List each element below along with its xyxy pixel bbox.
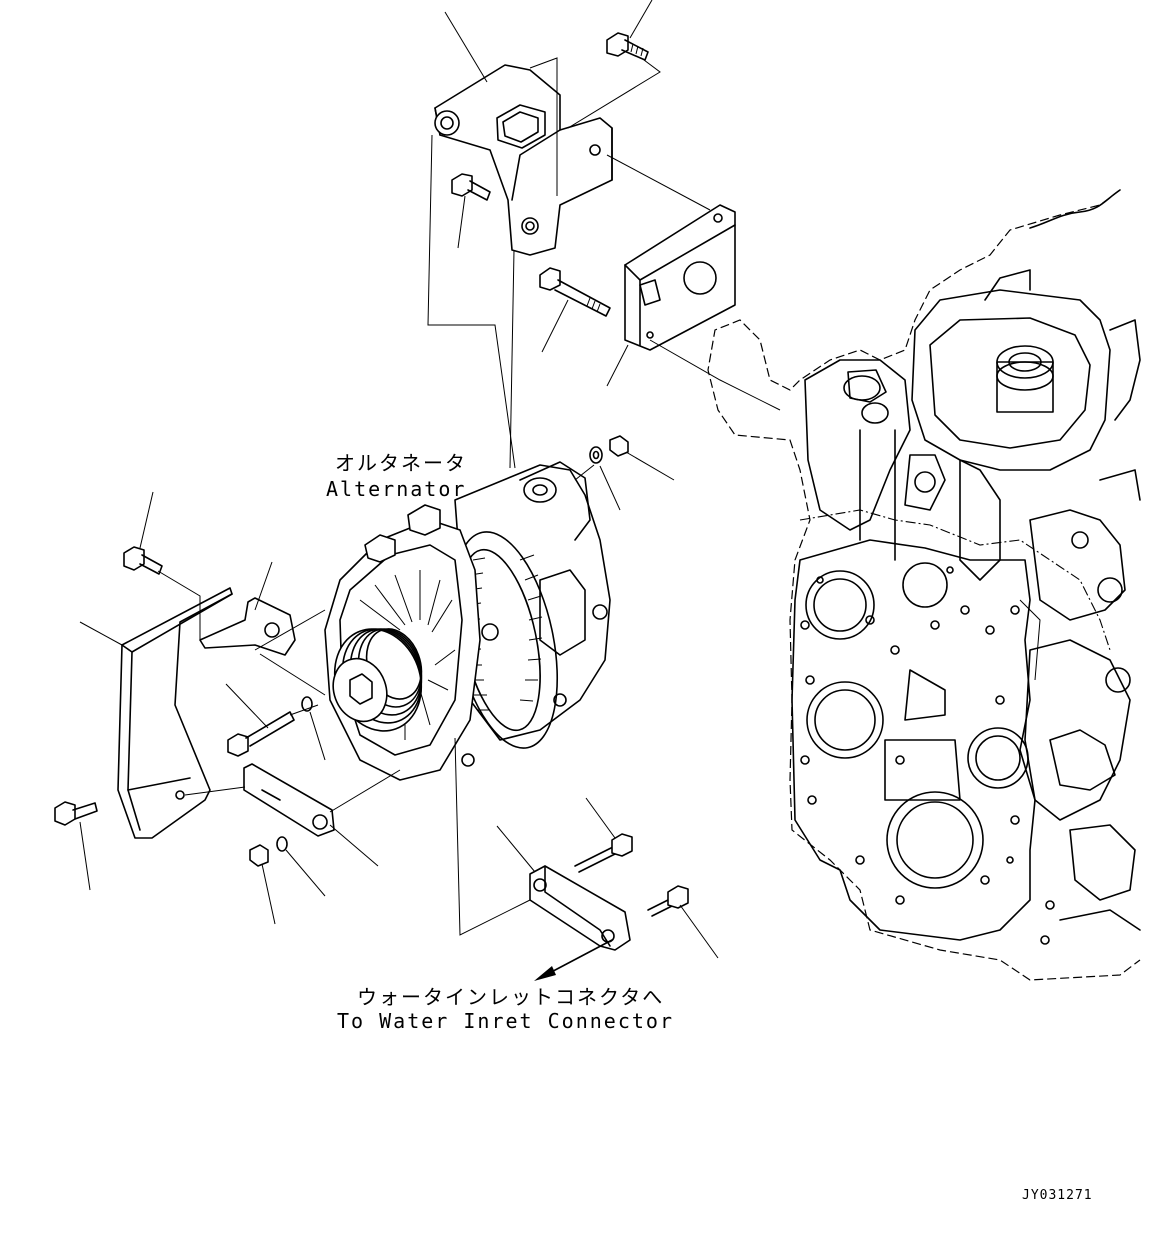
alternator-top-bracket [435, 65, 612, 255]
nut-washer-upper [590, 436, 628, 463]
long-bolt-rear [540, 268, 610, 316]
alternator-rear-bracket [625, 205, 735, 350]
bolt-top [607, 33, 648, 60]
pivot-bolt [228, 697, 312, 756]
leader-pivot-bolt [226, 684, 268, 728]
figure-reference-number: JY031271 [1022, 1188, 1093, 1203]
alternator [321, 462, 610, 780]
adjusting-plate-small [200, 598, 295, 655]
leader-washer-lower [286, 850, 325, 896]
assembly-lines [158, 58, 780, 935]
leader-bolt-lower-mid [586, 798, 615, 838]
bolt-left-lower [55, 802, 97, 825]
leader-nut-lower [262, 864, 275, 924]
leader-nut-upper [626, 452, 674, 480]
leader-top-bracket [445, 12, 487, 82]
leader-washer-upper [600, 466, 620, 510]
water-inlet-label-en: To Water Inret Connector [337, 1009, 674, 1033]
leader-bolt-left-lower [80, 822, 90, 890]
leader-belt-cover [80, 622, 122, 645]
bolt-left-upper [124, 547, 162, 574]
water-inlet-label-jp: ウォータインレットコネクタへ [357, 985, 665, 1009]
leader-long-bolt [542, 300, 568, 352]
nut-washer-lower [250, 837, 287, 866]
bolt-lower-right [648, 886, 688, 916]
belt-cover-bracket [118, 588, 232, 838]
alternator-label-en: Alternator [326, 477, 467, 501]
bolt-lower-mid [575, 834, 632, 872]
bolt-bracket-side [452, 174, 490, 200]
water-inlet-arrow-head [534, 966, 556, 981]
leader-bolt-lower-right [680, 905, 718, 958]
leader-rear-bracket [607, 345, 628, 386]
leader-adjusting-plate [255, 562, 272, 610]
alternator-label-jp: オルタネータ [335, 451, 467, 475]
leader-bolt-top [630, 0, 652, 38]
water-inlet-bracket [530, 866, 630, 950]
leader-pivot-washer [310, 712, 325, 760]
leader-water-bracket [497, 826, 535, 872]
leader-bolt-bracket [458, 196, 465, 248]
leader-adjusting-link [330, 825, 378, 866]
leader-bolt-left-upper [140, 492, 153, 548]
adjusting-link [244, 764, 334, 836]
engine-block [708, 190, 1140, 980]
